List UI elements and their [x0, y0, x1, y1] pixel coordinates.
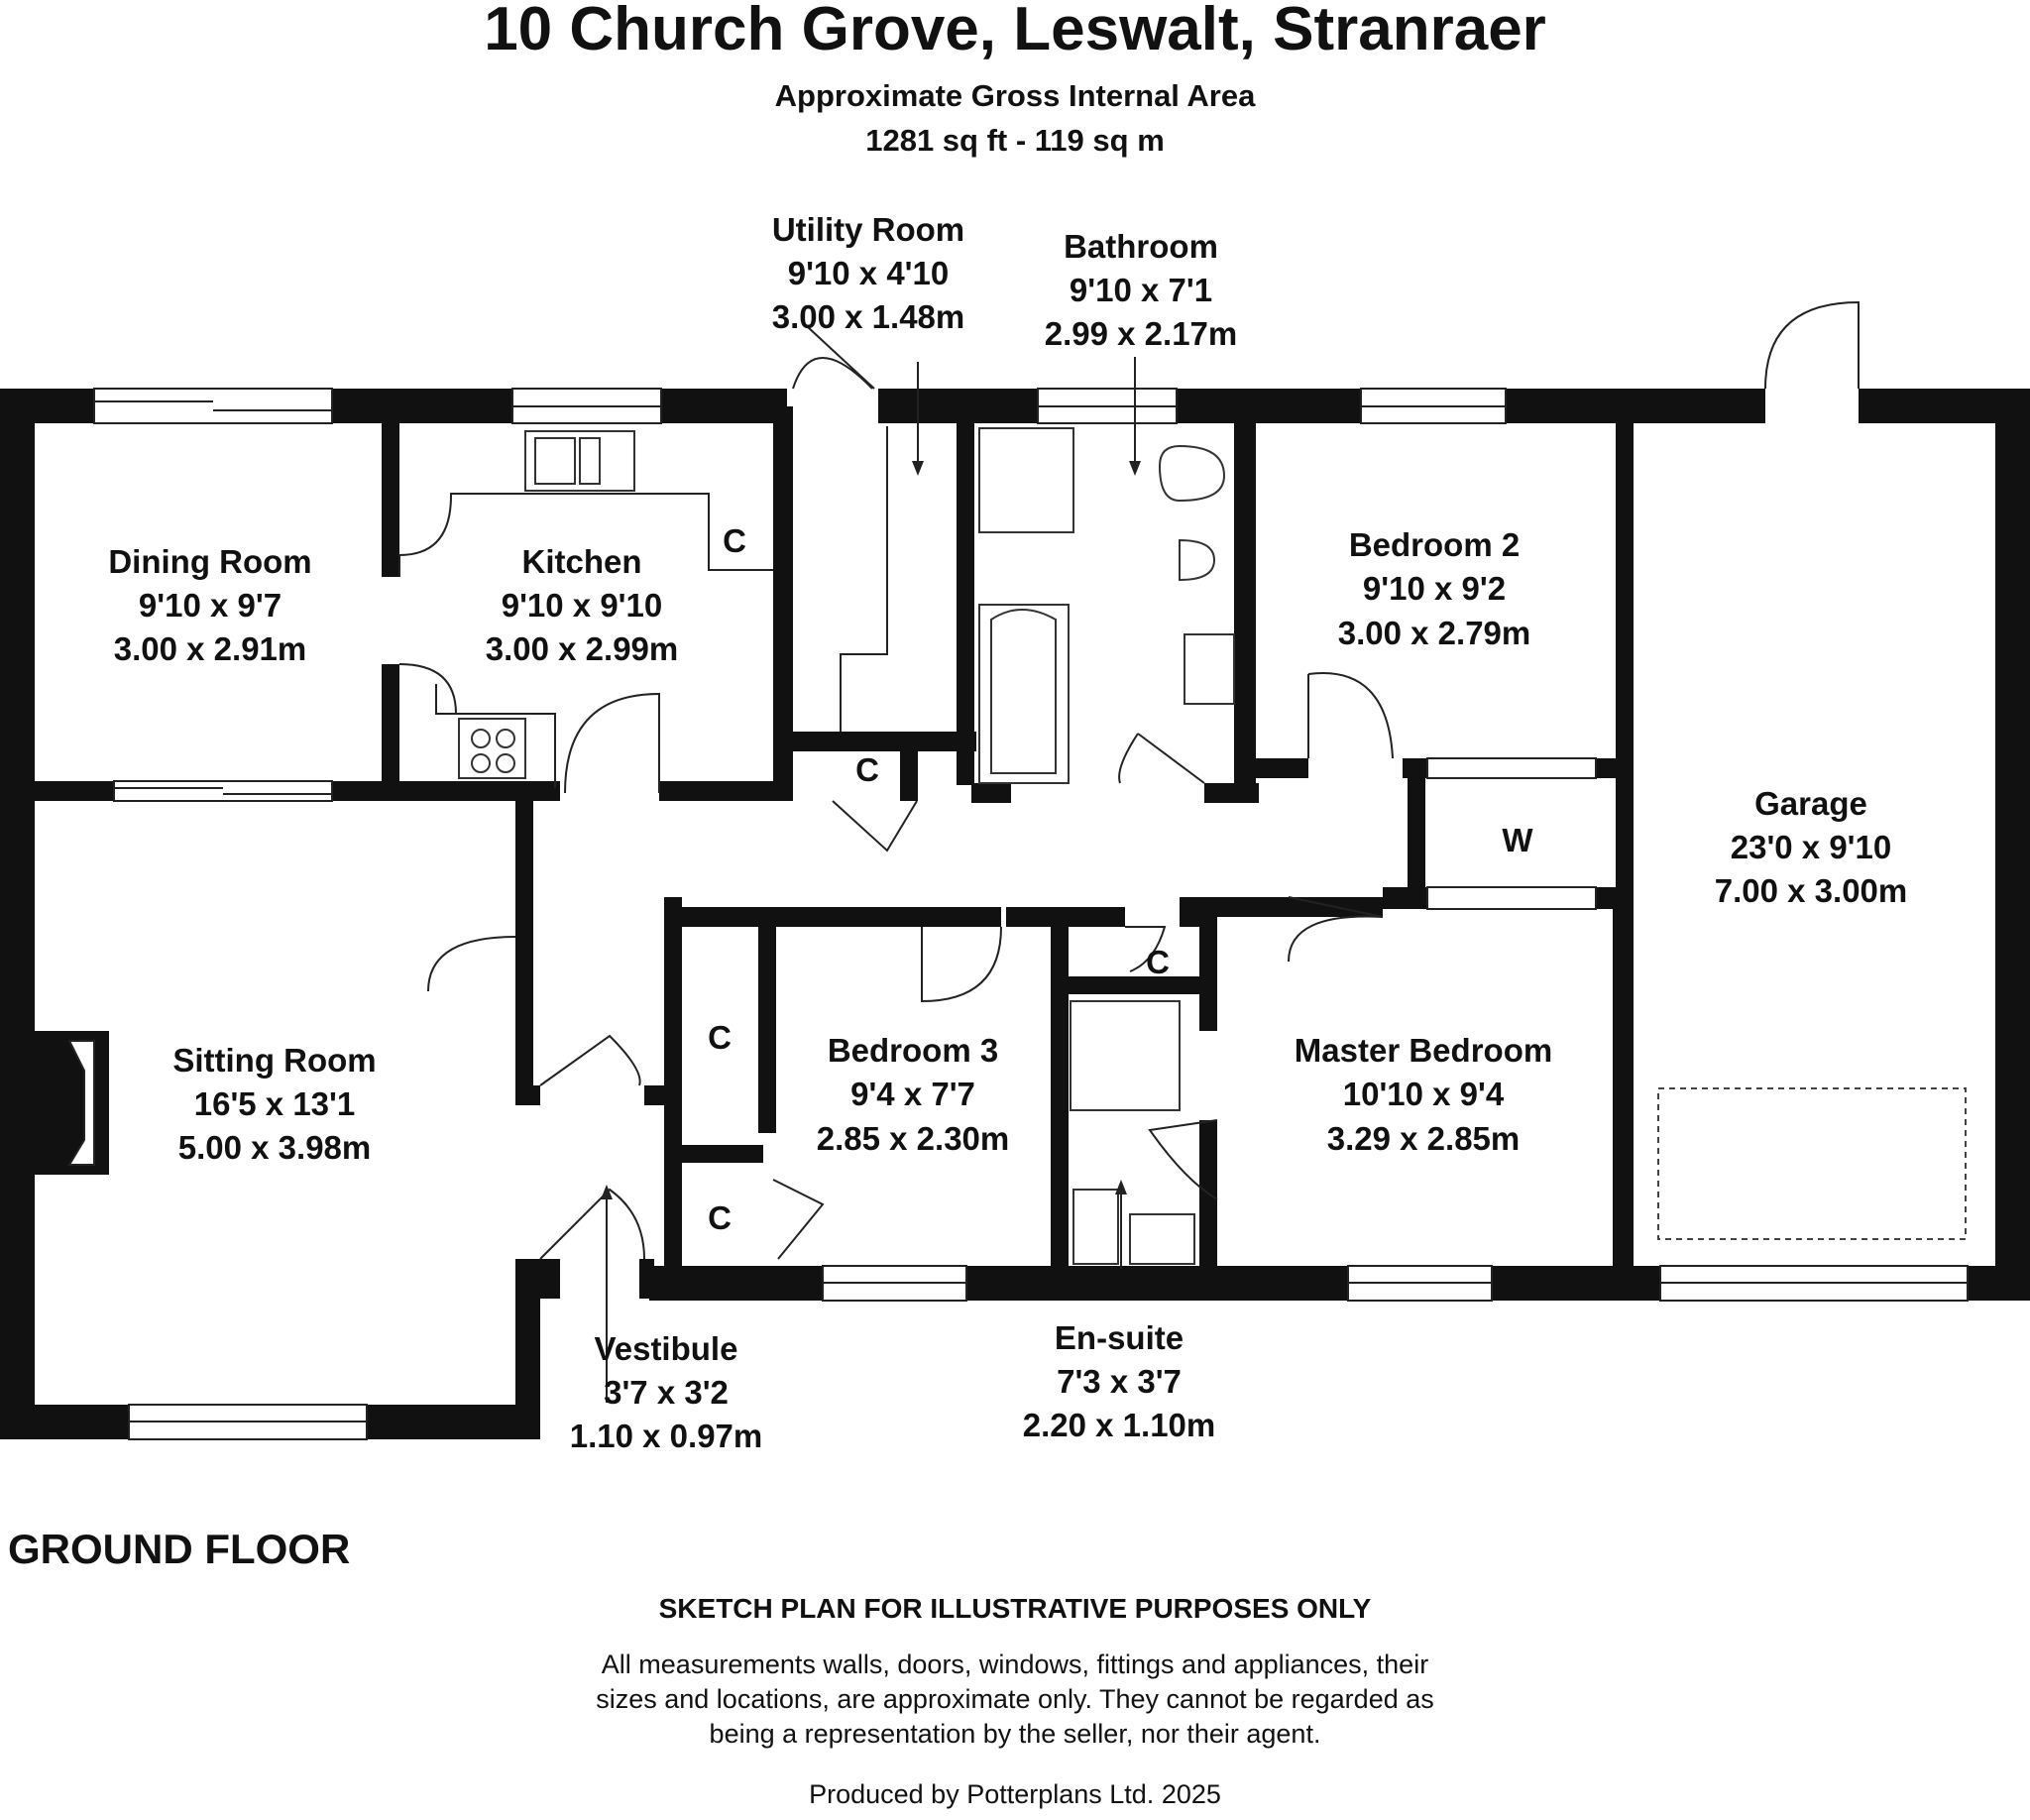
garage-label: Garage 23'0 x 9'10 7.00 x 3.00m: [1715, 785, 1908, 909]
svg-text:2.99 x 2.17m: 2.99 x 2.17m: [1045, 315, 1238, 352]
cupboard-kitchen: C: [723, 522, 746, 559]
plan-title: 10 Church Grove, Leswalt, Stranraer: [484, 0, 1546, 63]
bedroom-2-label: Bedroom 2 9'10 x 9'2 3.00 x 2.79m: [1338, 526, 1531, 651]
cupboard-corridor-1: C: [708, 1019, 732, 1056]
svg-text:Sitting Room: Sitting Room: [172, 1042, 376, 1079]
walls: [0, 389, 2030, 1439]
utility-room-label: Utility Room 9'10 x 4'10 3.00 x 1.48m: [772, 211, 965, 335]
svg-text:9'10 x 9'10: 9'10 x 9'10: [502, 587, 663, 624]
bedroom-3-label: Bedroom 3 9'4 x 7'7 2.85 x 2.30m: [817, 1032, 1010, 1157]
disclaimer-line-3: being a representation by the seller, no…: [710, 1719, 1321, 1749]
svg-text:10'10 x 9'4: 10'10 x 9'4: [1343, 1076, 1505, 1112]
svg-text:23'0 x 9'10: 23'0 x 9'10: [1731, 829, 1892, 865]
svg-text:9'10 x 7'1: 9'10 x 7'1: [1070, 272, 1212, 308]
cupboard-ensuite: C: [1146, 944, 1170, 980]
sitting-room-label: Sitting Room 16'5 x 13'1 5.00 x 3.98m: [172, 1042, 376, 1166]
svg-text:9'10 x 9'2: 9'10 x 9'2: [1363, 570, 1506, 607]
svg-text:3.00 x 2.79m: 3.00 x 2.79m: [1338, 615, 1531, 651]
disclaimer-line-2: sizes and locations, are approximate onl…: [596, 1684, 1434, 1714]
svg-text:3.00 x 2.99m: 3.00 x 2.99m: [486, 630, 679, 667]
svg-text:3.00 x 2.91m: 3.00 x 2.91m: [114, 630, 307, 667]
svg-text:5.00 x 3.98m: 5.00 x 3.98m: [178, 1129, 372, 1166]
svg-text:3.00 x 1.48m: 3.00 x 1.48m: [772, 298, 965, 335]
cupboard-labels: C C C C C W: [708, 522, 1533, 1236]
svg-text:1.10 x 0.97m: 1.10 x 0.97m: [570, 1418, 763, 1454]
plan-subtitle: Approximate Gross Internal Area: [775, 78, 1256, 113]
disclaimer-line-1: All measurements walls, doors, windows, …: [602, 1649, 1428, 1679]
floor-label: GROUND FLOOR: [8, 1526, 350, 1572]
svg-text:2.20 x 1.10m: 2.20 x 1.10m: [1023, 1407, 1216, 1443]
svg-text:Vestibule: Vestibule: [595, 1330, 738, 1367]
cupboard-hall: C: [855, 751, 879, 788]
svg-text:7.00 x 3.00m: 7.00 x 3.00m: [1715, 872, 1908, 909]
svg-text:2.85 x 2.30m: 2.85 x 2.30m: [817, 1120, 1010, 1157]
svg-text:3'7 x 3'2: 3'7 x 3'2: [604, 1374, 729, 1411]
wardrobe-label: W: [1502, 822, 1533, 858]
svg-text:En-suite: En-suite: [1055, 1319, 1184, 1356]
fixtures: [35, 357, 1967, 1403]
doors: [398, 300, 1860, 1260]
cupboard-corridor-2: C: [708, 1199, 732, 1236]
en-suite-label: En-suite 7'3 x 3'7 2.20 x 1.10m: [1023, 1319, 1216, 1443]
room-labels: Utility Room 9'10 x 4'10 3.00 x 1.48m Ba…: [108, 211, 1907, 1454]
svg-text:Utility Room: Utility Room: [772, 211, 964, 248]
svg-text:9'10 x 4'10: 9'10 x 4'10: [788, 255, 950, 291]
kitchen-label: Kitchen 9'10 x 9'10 3.00 x 2.99m: [486, 543, 679, 667]
svg-text:Bedroom 3: Bedroom 3: [828, 1032, 998, 1069]
svg-text:Garage: Garage: [1754, 785, 1867, 822]
svg-text:Bedroom 2: Bedroom 2: [1349, 526, 1520, 563]
disclaimer-heading: SKETCH PLAN FOR ILLUSTRATIVE PURPOSES ON…: [659, 1593, 1372, 1624]
bathroom-label: Bathroom 9'10 x 7'1 2.99 x 2.17m: [1045, 228, 1238, 352]
svg-text:Master Bedroom: Master Bedroom: [1295, 1032, 1552, 1069]
svg-text:Dining Room: Dining Room: [108, 543, 311, 580]
svg-text:Bathroom: Bathroom: [1064, 228, 1218, 265]
gross-area: 1281 sq ft - 119 sq m: [865, 123, 1165, 158]
svg-text:7'3 x 3'7: 7'3 x 3'7: [1057, 1363, 1182, 1400]
dining-room-label: Dining Room 9'10 x 9'7 3.00 x 2.91m: [108, 543, 311, 667]
svg-text:Kitchen: Kitchen: [521, 543, 641, 580]
producer-credit: Produced by Potterplans Ltd. 2025: [809, 1779, 1221, 1809]
svg-text:16'5 x 13'1: 16'5 x 13'1: [194, 1085, 356, 1122]
windows: [93, 388, 1969, 1440]
svg-text:9'4 x 7'7: 9'4 x 7'7: [850, 1076, 975, 1112]
svg-text:9'10 x 9'7: 9'10 x 9'7: [139, 587, 282, 624]
master-bedroom-label: Master Bedroom 10'10 x 9'4 3.29 x 2.85m: [1295, 1032, 1552, 1157]
svg-text:3.29 x 2.85m: 3.29 x 2.85m: [1327, 1120, 1521, 1157]
vestibule-label: Vestibule 3'7 x 3'2 1.10 x 0.97m: [570, 1330, 763, 1454]
